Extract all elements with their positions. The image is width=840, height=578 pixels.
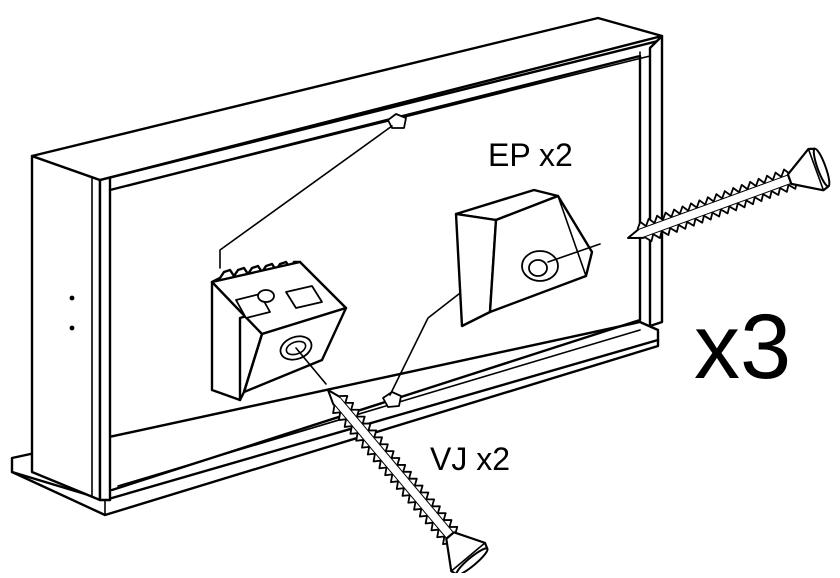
drawer-panel-icon xyxy=(10,16,664,517)
right-side-panel xyxy=(648,34,664,328)
ep-bracket-icon xyxy=(454,188,601,328)
screw-icon xyxy=(327,389,489,576)
vj-label: VJ x2 xyxy=(430,441,510,477)
screw-icon xyxy=(627,147,831,243)
vj-bracket-icon xyxy=(210,260,348,402)
ep-label: EP x2 xyxy=(488,137,573,173)
multiplier-label: x3 xyxy=(694,296,791,398)
left-side-panel xyxy=(30,154,102,502)
top-clip xyxy=(387,113,407,129)
leader-lines xyxy=(219,125,465,396)
